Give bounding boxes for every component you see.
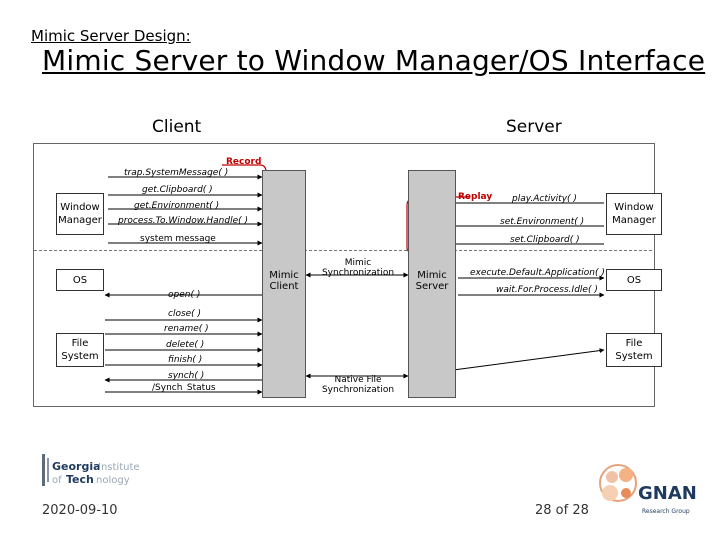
msg-execute-default-app: execute.Default.Application( ) bbox=[470, 268, 605, 278]
svg-text:GNAN: GNAN bbox=[638, 483, 697, 504]
record-label: Record bbox=[226, 157, 262, 167]
msg-process-window-handle: process.To.Window.Handle( ) bbox=[118, 216, 248, 226]
msg-trap-system-message: trap.SystemMessage( ) bbox=[124, 168, 229, 178]
svg-text:of: of bbox=[52, 475, 62, 486]
msg-wait-process-idle: wait.For.Process.Idle( ) bbox=[496, 285, 598, 295]
super-title: Mimic Server Design: bbox=[31, 27, 191, 45]
svg-text:Institute: Institute bbox=[98, 462, 140, 473]
left-os: OS bbox=[56, 269, 104, 291]
slide-date: 2020-09-10 bbox=[42, 503, 118, 518]
msg-synch: synch( ) bbox=[168, 371, 205, 381]
svg-text:nology: nology bbox=[96, 475, 130, 486]
mimic-server-bar bbox=[408, 170, 456, 398]
msg-get-environment: get.Environment( ) bbox=[134, 201, 220, 211]
gnan-logo: GNAN Research Group bbox=[599, 464, 697, 515]
mimic-client-bar bbox=[262, 170, 306, 398]
server-header: Server bbox=[506, 117, 562, 137]
divider-line bbox=[34, 250, 652, 251]
svg-text:Georgia: Georgia bbox=[52, 460, 101, 473]
msg-set-clipboard: set.Clipboard( ) bbox=[510, 235, 580, 245]
msg-open: open( ) bbox=[168, 290, 201, 300]
svg-text:Research Group: Research Group bbox=[642, 508, 690, 515]
page-number: 28 of 28 bbox=[535, 503, 589, 518]
msg-delete: delete( ) bbox=[166, 340, 205, 350]
msg-get-clipboard: get.Clipboard( ) bbox=[142, 185, 213, 195]
msg-set-environment: set.Environment( ) bbox=[500, 217, 585, 227]
svg-text:Tech: Tech bbox=[66, 473, 94, 486]
msg-close: close( ) bbox=[168, 309, 202, 319]
msg-synch-status: /Synch_Status bbox=[152, 383, 216, 393]
page-title: Mimic Server to Window Manager/OS Interf… bbox=[42, 44, 706, 77]
msg-finish: finish( ) bbox=[168, 355, 203, 365]
msg-play-activity: play.Activity( ) bbox=[512, 194, 577, 204]
client-header: Client bbox=[152, 117, 202, 137]
msg-system-message: system message bbox=[140, 234, 216, 244]
georgia-tech-logo: Georgia Institute of Tech nology bbox=[42, 454, 140, 486]
msg-rename: rename( ) bbox=[164, 324, 209, 334]
right-os: OS bbox=[606, 269, 662, 291]
replay-label: Replay bbox=[458, 192, 493, 202]
